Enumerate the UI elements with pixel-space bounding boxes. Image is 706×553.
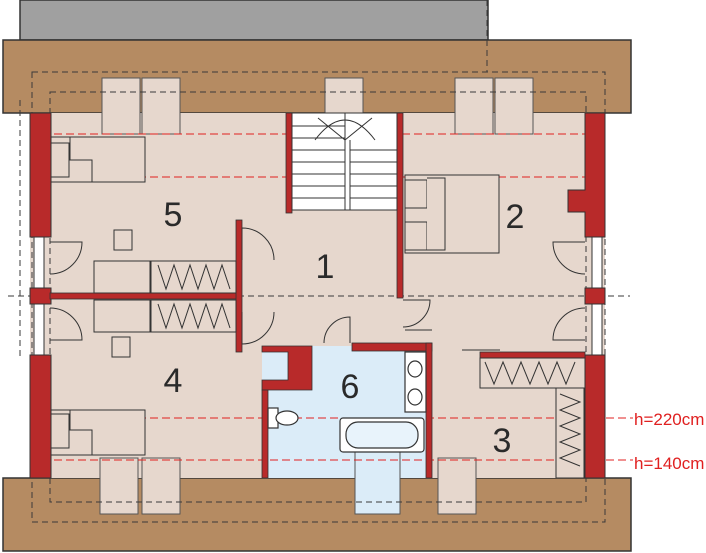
doors — [49, 227, 586, 351]
roof-ridge — [19, 0, 489, 41]
room-label-6: 6 — [341, 368, 360, 406]
bathroom-floor-ext — [354, 451, 401, 515]
roof-eave-top — [2, 39, 632, 114]
room-label-3: 3 — [493, 422, 512, 460]
desks — [93, 229, 151, 358]
staircase — [291, 112, 398, 211]
bed-room5 — [50, 136, 146, 183]
room-label-5: 5 — [164, 196, 183, 234]
roof-windows-bottom — [99, 457, 477, 515]
bathroom-fixtures — [267, 351, 427, 453]
room-label-1: 1 — [316, 248, 335, 286]
bed-room2 — [404, 174, 500, 254]
height-label-220: h=220cm — [634, 410, 704, 429]
exterior-walls — [29, 112, 606, 479]
wardrobe-hangers — [157, 263, 582, 467]
bed-room4 — [50, 409, 146, 456]
room-label-2: 2 — [506, 198, 525, 236]
room-label-4: 4 — [164, 362, 183, 400]
gable-windows — [33, 236, 603, 356]
roof-eave-bottom — [2, 477, 632, 552]
height-label-140: h=140cm — [634, 454, 704, 473]
